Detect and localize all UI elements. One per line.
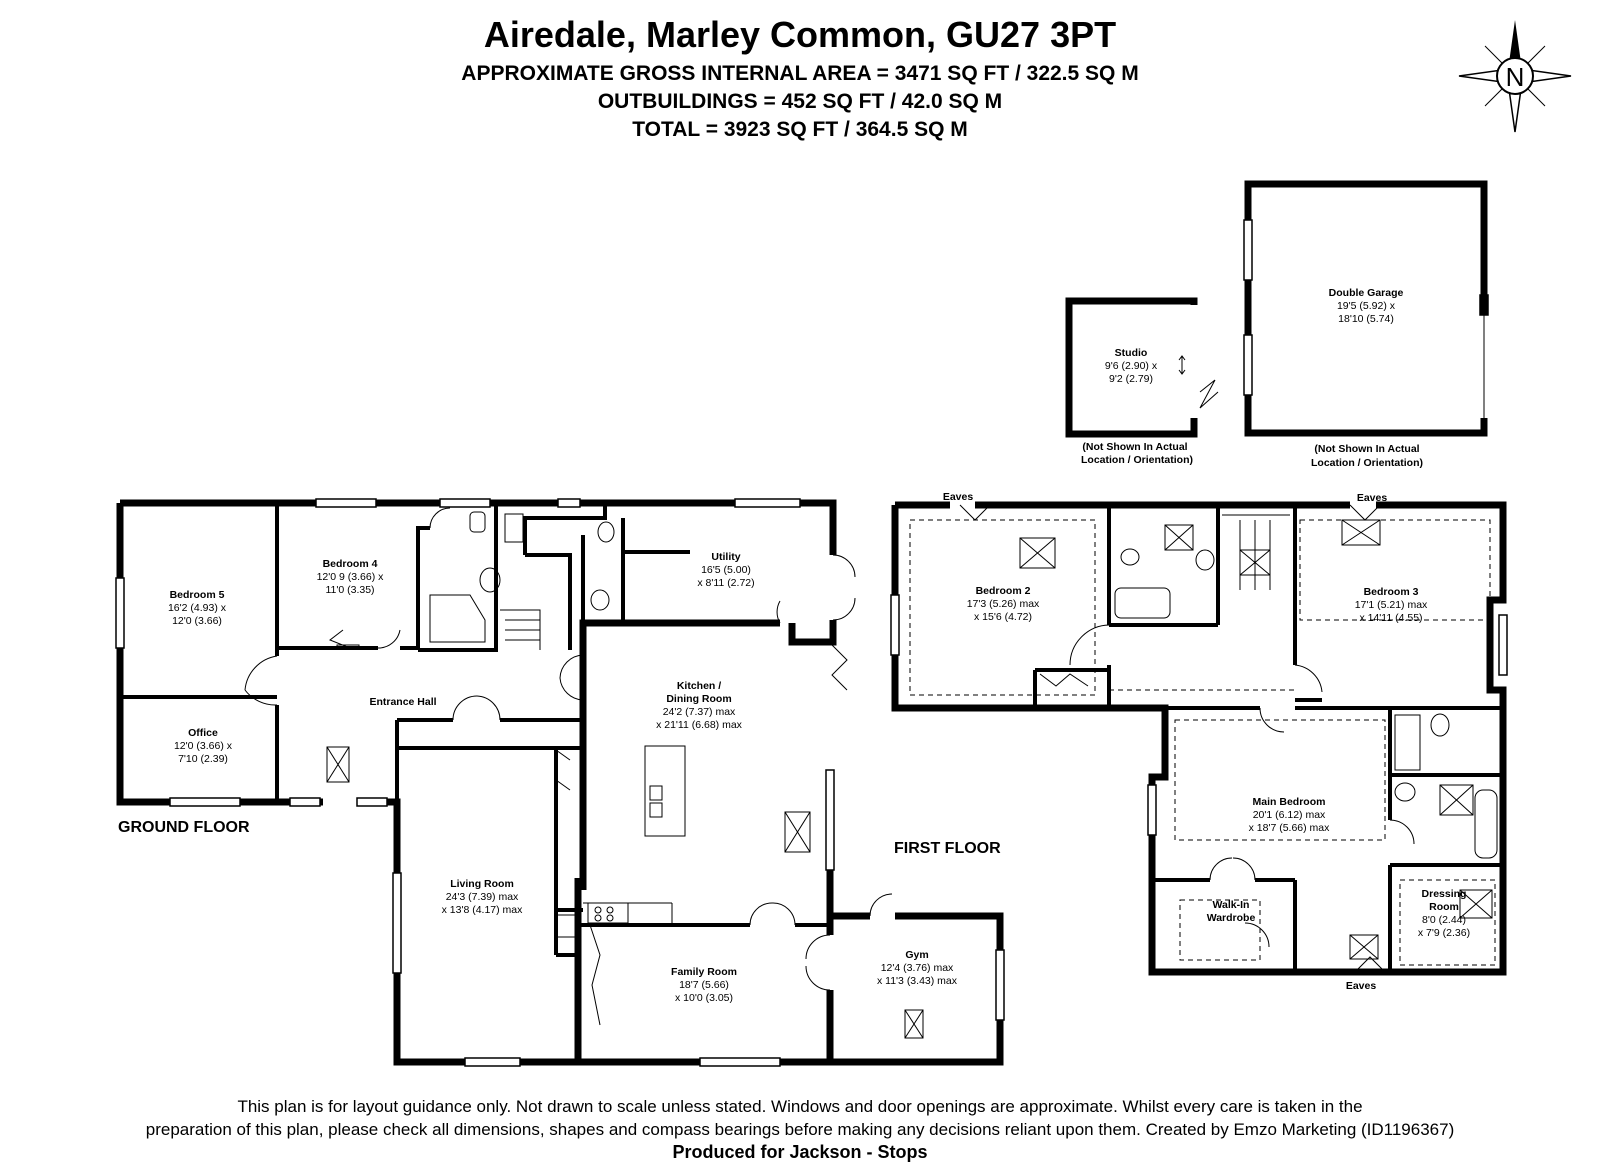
room-dim-bedroom5-2: 12'0 (3.66) xyxy=(172,615,222,627)
room-name-bedroom2: Bedroom 2 xyxy=(976,585,1031,597)
room-dim-gym-1: 12'4 (3.76) max xyxy=(881,962,954,974)
first-floor-eaves xyxy=(909,519,1496,966)
first-floor-interior-walls xyxy=(1033,505,1503,972)
room-name-entrance-hall: Entrance Hall xyxy=(369,696,436,708)
room-dim-garage-2: 18'10 (5.74) xyxy=(1338,313,1394,325)
room-dim-living-1: 24'3 (7.39) max xyxy=(446,891,519,903)
garage-note-2: Location / Orientation) xyxy=(1311,457,1423,469)
room-dim-dressing-1: 8'0 (2.44) xyxy=(1422,914,1466,926)
garage-note-1: (Not Shown In Actual xyxy=(1314,443,1419,455)
room-name-office: Office xyxy=(188,727,218,739)
room-dim-studio-1: 9'6 (2.90) x xyxy=(1105,360,1158,372)
room-name-utility: Utility xyxy=(711,551,740,563)
ground-floor-interior-walls xyxy=(120,503,830,957)
room-name-kitchen-2: Dining Room xyxy=(666,693,731,705)
room-dim-utility-1: 16'5 (5.00) xyxy=(701,564,751,576)
room-dim-office-2: 7'10 (2.39) xyxy=(178,753,228,765)
eaves-label-1: Eaves xyxy=(943,491,974,503)
room-dim-bedroom5-1: 16'2 (4.93) x xyxy=(168,602,227,614)
studio-door xyxy=(1178,355,1219,409)
ground-floor-windows xyxy=(115,498,1005,1067)
room-name-main-bedroom: Main Bedroom xyxy=(1253,796,1326,808)
room-dim-living-2: x 13'8 (4.17) max xyxy=(442,904,524,916)
outbuildings-area-line: OUTBUILDINGS = 452 SQ FT / 42.0 SQ M xyxy=(597,90,1003,113)
room-labels: Bedroom 5 16'2 (4.93) x 12'0 (3.66) Bedr… xyxy=(118,287,1470,1004)
room-dim-bedroom2-2: x 15'6 (4.72) xyxy=(974,611,1032,623)
room-name-garage: Double Garage xyxy=(1329,287,1404,299)
room-dim-bedroom2-1: 17'3 (5.26) max xyxy=(967,598,1040,610)
room-dim-garage-1: 19'5 (5.92) x xyxy=(1337,300,1396,312)
first-floor-fixtures xyxy=(1019,514,1498,960)
room-dim-gym-2: x 11'3 (3.43) max xyxy=(877,975,958,987)
ground-floor-fixtures xyxy=(326,511,924,1039)
total-area-line: TOTAL = 3923 SQ FT / 364.5 SQ M xyxy=(632,118,968,141)
room-dim-bedroom4-2: 11'0 (3.35) xyxy=(325,584,374,596)
room-dim-office-1: 12'0 (3.66) x xyxy=(174,740,233,752)
room-dim-family-1: 18'7 (5.66) xyxy=(679,979,729,991)
first-floor-label: FIRST FLOOR xyxy=(894,840,1001,857)
room-name-dressing-2: Room xyxy=(1429,901,1459,913)
plan-title: Airedale, Marley Common, GU27 3PT xyxy=(483,14,1117,55)
room-name-dressing-1: Dressing xyxy=(1422,888,1467,900)
room-name-bedroom5: Bedroom 5 xyxy=(170,589,225,601)
studio-outbuilding xyxy=(1065,297,1198,438)
eaves-label-2: Eaves xyxy=(1357,492,1388,504)
room-name-bedroom4: Bedroom 4 xyxy=(323,558,378,570)
room-name-living-room: Living Room xyxy=(450,878,514,890)
studio-note-1: (Not Shown In Actual xyxy=(1082,441,1187,453)
room-name-kitchen-1: Kitchen / xyxy=(677,680,721,692)
room-dim-kitchen-1: 24'2 (7.37) max xyxy=(663,706,736,718)
room-dim-bedroom4-1: 12'0 9 (3.66) x xyxy=(317,571,385,583)
disclaimer-line-2: preparation of this plan, please check a… xyxy=(145,1120,1455,1139)
eaves-label-3: Eaves xyxy=(1346,980,1377,992)
room-dim-dressing-2: x 7'9 (2.36) xyxy=(1418,927,1470,939)
room-name-walkin-1: Walk-In xyxy=(1213,899,1250,911)
room-dim-studio-2: 9'2 (2.79) xyxy=(1109,373,1153,385)
room-dim-utility-2: x 8'11 (2.72) xyxy=(697,577,754,589)
room-dim-bedroom3-1: 17'1 (5.21) max xyxy=(1355,599,1428,611)
first-floor-windows xyxy=(890,594,1508,836)
room-name-walkin-2: Wardrobe xyxy=(1207,912,1256,924)
first-floor-doors xyxy=(959,504,1415,973)
studio-note-2: Location / Orientation) xyxy=(1081,454,1193,466)
room-dim-main-2: x 18'7 (5.66) max xyxy=(1249,822,1331,834)
compass-north-icon: N xyxy=(1458,20,1572,133)
room-dim-kitchen-2: x 21'11 (6.68) max xyxy=(656,719,743,731)
room-name-bedroom3: Bedroom 3 xyxy=(1364,586,1419,598)
produced-for-line: Produced for Jackson - Stops xyxy=(672,1142,928,1162)
room-name-family-room: Family Room xyxy=(671,966,737,978)
room-dim-family-2: x 10'0 (3.05) xyxy=(675,992,733,1004)
room-dim-bedroom3-2: x 14'11 (4.55) xyxy=(1359,612,1422,624)
ground-floor-label: GROUND FLOOR xyxy=(118,819,250,836)
room-dim-main-1: 20'1 (6.12) max xyxy=(1253,809,1326,821)
disclaimer-line-1: This plan is for layout guidance only. N… xyxy=(237,1097,1363,1116)
room-name-gym: Gym xyxy=(905,949,928,961)
first-floor-walls xyxy=(891,501,1507,976)
compass-letter: N xyxy=(1506,62,1525,92)
room-name-studio: Studio xyxy=(1115,347,1148,359)
garage-openings xyxy=(1243,200,1489,420)
gross-area-line: APPROXIMATE GROSS INTERNAL AREA = 3471 S… xyxy=(461,62,1139,85)
